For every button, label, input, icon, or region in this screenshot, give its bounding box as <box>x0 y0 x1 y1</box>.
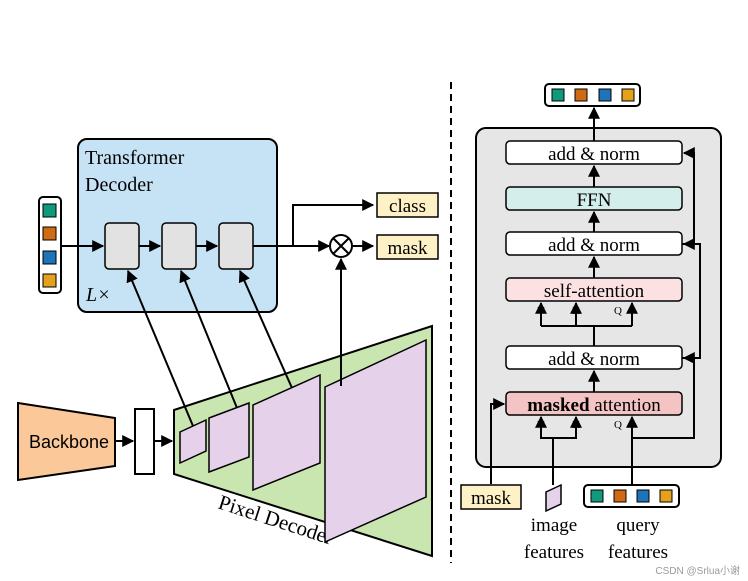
feature-map-3 <box>252 373 321 492</box>
feature-map-1 <box>179 418 207 465</box>
masked-attention-bold: masked <box>527 395 590 416</box>
teal-square-icon <box>590 489 604 503</box>
multiply-icon <box>329 234 353 258</box>
self-attn-q-label: Q <box>614 305 622 317</box>
mask-input-box <box>460 484 522 510</box>
blue-square-icon <box>42 250 57 265</box>
feature-to-decoder-arrows <box>126 257 347 427</box>
add-norm-top-label: add & norm <box>548 144 640 165</box>
teal-square-icon <box>42 203 57 218</box>
transformer-decoder-title-line2: Decoder <box>85 174 153 196</box>
layer-flow-arrows <box>490 106 701 485</box>
query-tokens-right <box>583 484 680 508</box>
decoder-layer-1 <box>104 222 140 270</box>
class-output-label: class <box>389 196 426 217</box>
gold-square-icon <box>621 88 635 102</box>
decoder-layer-3 <box>218 222 254 270</box>
masked-attn-q-label: Q <box>614 419 622 431</box>
add-norm-mid-label: add & norm <box>548 235 640 256</box>
image-features-line1: image <box>531 515 577 536</box>
query-features-line2: features <box>608 542 668 563</box>
transformer-decoder-title-line1: Transformer <box>85 147 185 169</box>
mask-output-box <box>376 234 439 260</box>
mask-input-label: mask <box>471 488 512 509</box>
masked-attention-label: masked attention <box>527 395 661 416</box>
feature-map-4 <box>324 338 427 544</box>
teal-square-icon <box>551 88 565 102</box>
orange-square-icon <box>574 88 588 102</box>
blue-square-icon <box>598 88 612 102</box>
gold-square-icon <box>42 273 57 288</box>
gold-square-icon <box>659 489 673 503</box>
ffn-label: FFN <box>577 190 612 211</box>
backbone-label: Backbone <box>29 432 109 452</box>
add-norm-low-label: add & norm <box>548 349 640 370</box>
mask-output-label: mask <box>387 238 428 259</box>
output-tokens <box>544 83 641 107</box>
orange-square-icon <box>42 226 57 241</box>
class-output-box <box>376 192 439 218</box>
query-tokens-left <box>38 196 62 294</box>
masked-attention-rest: attention <box>590 395 662 416</box>
image-feature-icon <box>545 483 562 513</box>
orange-square-icon <box>613 489 627 503</box>
repeat-label: L× <box>85 284 111 306</box>
feature-connector-box <box>134 408 155 475</box>
backbone-shape <box>17 401 116 482</box>
image-features-line2: features <box>524 542 584 563</box>
query-features-line1: query <box>616 515 660 536</box>
feature-map-2 <box>208 401 250 474</box>
decoder-layer-2 <box>161 222 197 270</box>
self-attention-label: self-attention <box>544 281 645 302</box>
blue-square-icon <box>636 489 650 503</box>
decoder-flow-arrows <box>61 199 375 252</box>
watermark: CSDN @Srlua小谢 <box>655 564 740 577</box>
